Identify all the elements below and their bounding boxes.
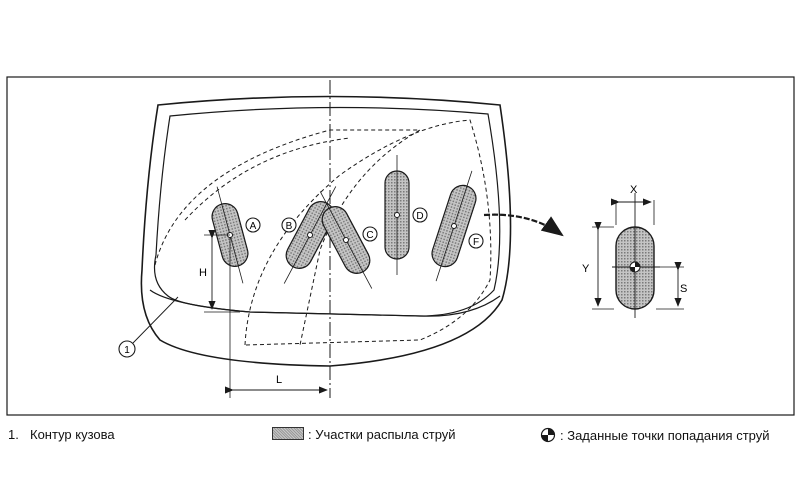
spray-area-swatch	[272, 427, 304, 440]
legend-target-points: : Заданные точки попадания струй	[540, 427, 770, 444]
svg-text:A: A	[250, 221, 257, 232]
nozzle-label-c: C	[362, 226, 378, 242]
svg-text:X: X	[630, 184, 638, 196]
wiper-area-right-dashed	[244, 119, 492, 346]
detail-arrow	[483, 213, 564, 237]
wiper-area-lower-dashed	[184, 137, 351, 221]
legend-item-number: 1.	[8, 427, 19, 442]
svg-text:D: D	[416, 211, 423, 222]
spray-detail-view: X Y S	[582, 184, 687, 318]
svg-text:L: L	[276, 374, 282, 386]
svg-text:H: H	[199, 267, 207, 279]
windshield-inner-outline	[153, 106, 501, 317]
legend-target-text: : Заданные точки попадания струй	[560, 428, 770, 443]
body-contour-callout: 1	[118, 296, 179, 358]
legend-spray-text: : Участки распыла струй	[308, 427, 456, 442]
svg-text:B: B	[286, 221, 293, 232]
nozzle-label-f: F	[468, 233, 484, 249]
nozzle-label-a: A	[245, 217, 261, 233]
svg-text:F: F	[473, 237, 479, 248]
spray-area-c	[319, 191, 373, 289]
spray-area-f	[431, 170, 477, 282]
svg-text:1: 1	[124, 345, 130, 356]
dimension-l: L	[224, 238, 328, 398]
target-point-icon	[629, 261, 641, 273]
nozzle-label-b: B	[281, 217, 297, 233]
dimension-h: H	[199, 229, 240, 313]
legend-spray-area: : Участки распыла струй	[272, 427, 456, 443]
target-point-icon	[540, 427, 556, 443]
windshield-outer-outline	[140, 95, 512, 367]
legend-item-text: Контур кузова	[30, 427, 115, 442]
body-contour-line	[149, 289, 501, 317]
spray-area-d	[384, 155, 410, 275]
svg-text:S: S	[680, 283, 687, 295]
nozzle-label-d: D	[412, 207, 428, 223]
svg-text:Y: Y	[582, 263, 590, 275]
legend-body-contour: 1. Контур кузова	[8, 427, 115, 443]
svg-text:C: C	[366, 230, 373, 241]
diagram-frame	[6, 76, 795, 416]
